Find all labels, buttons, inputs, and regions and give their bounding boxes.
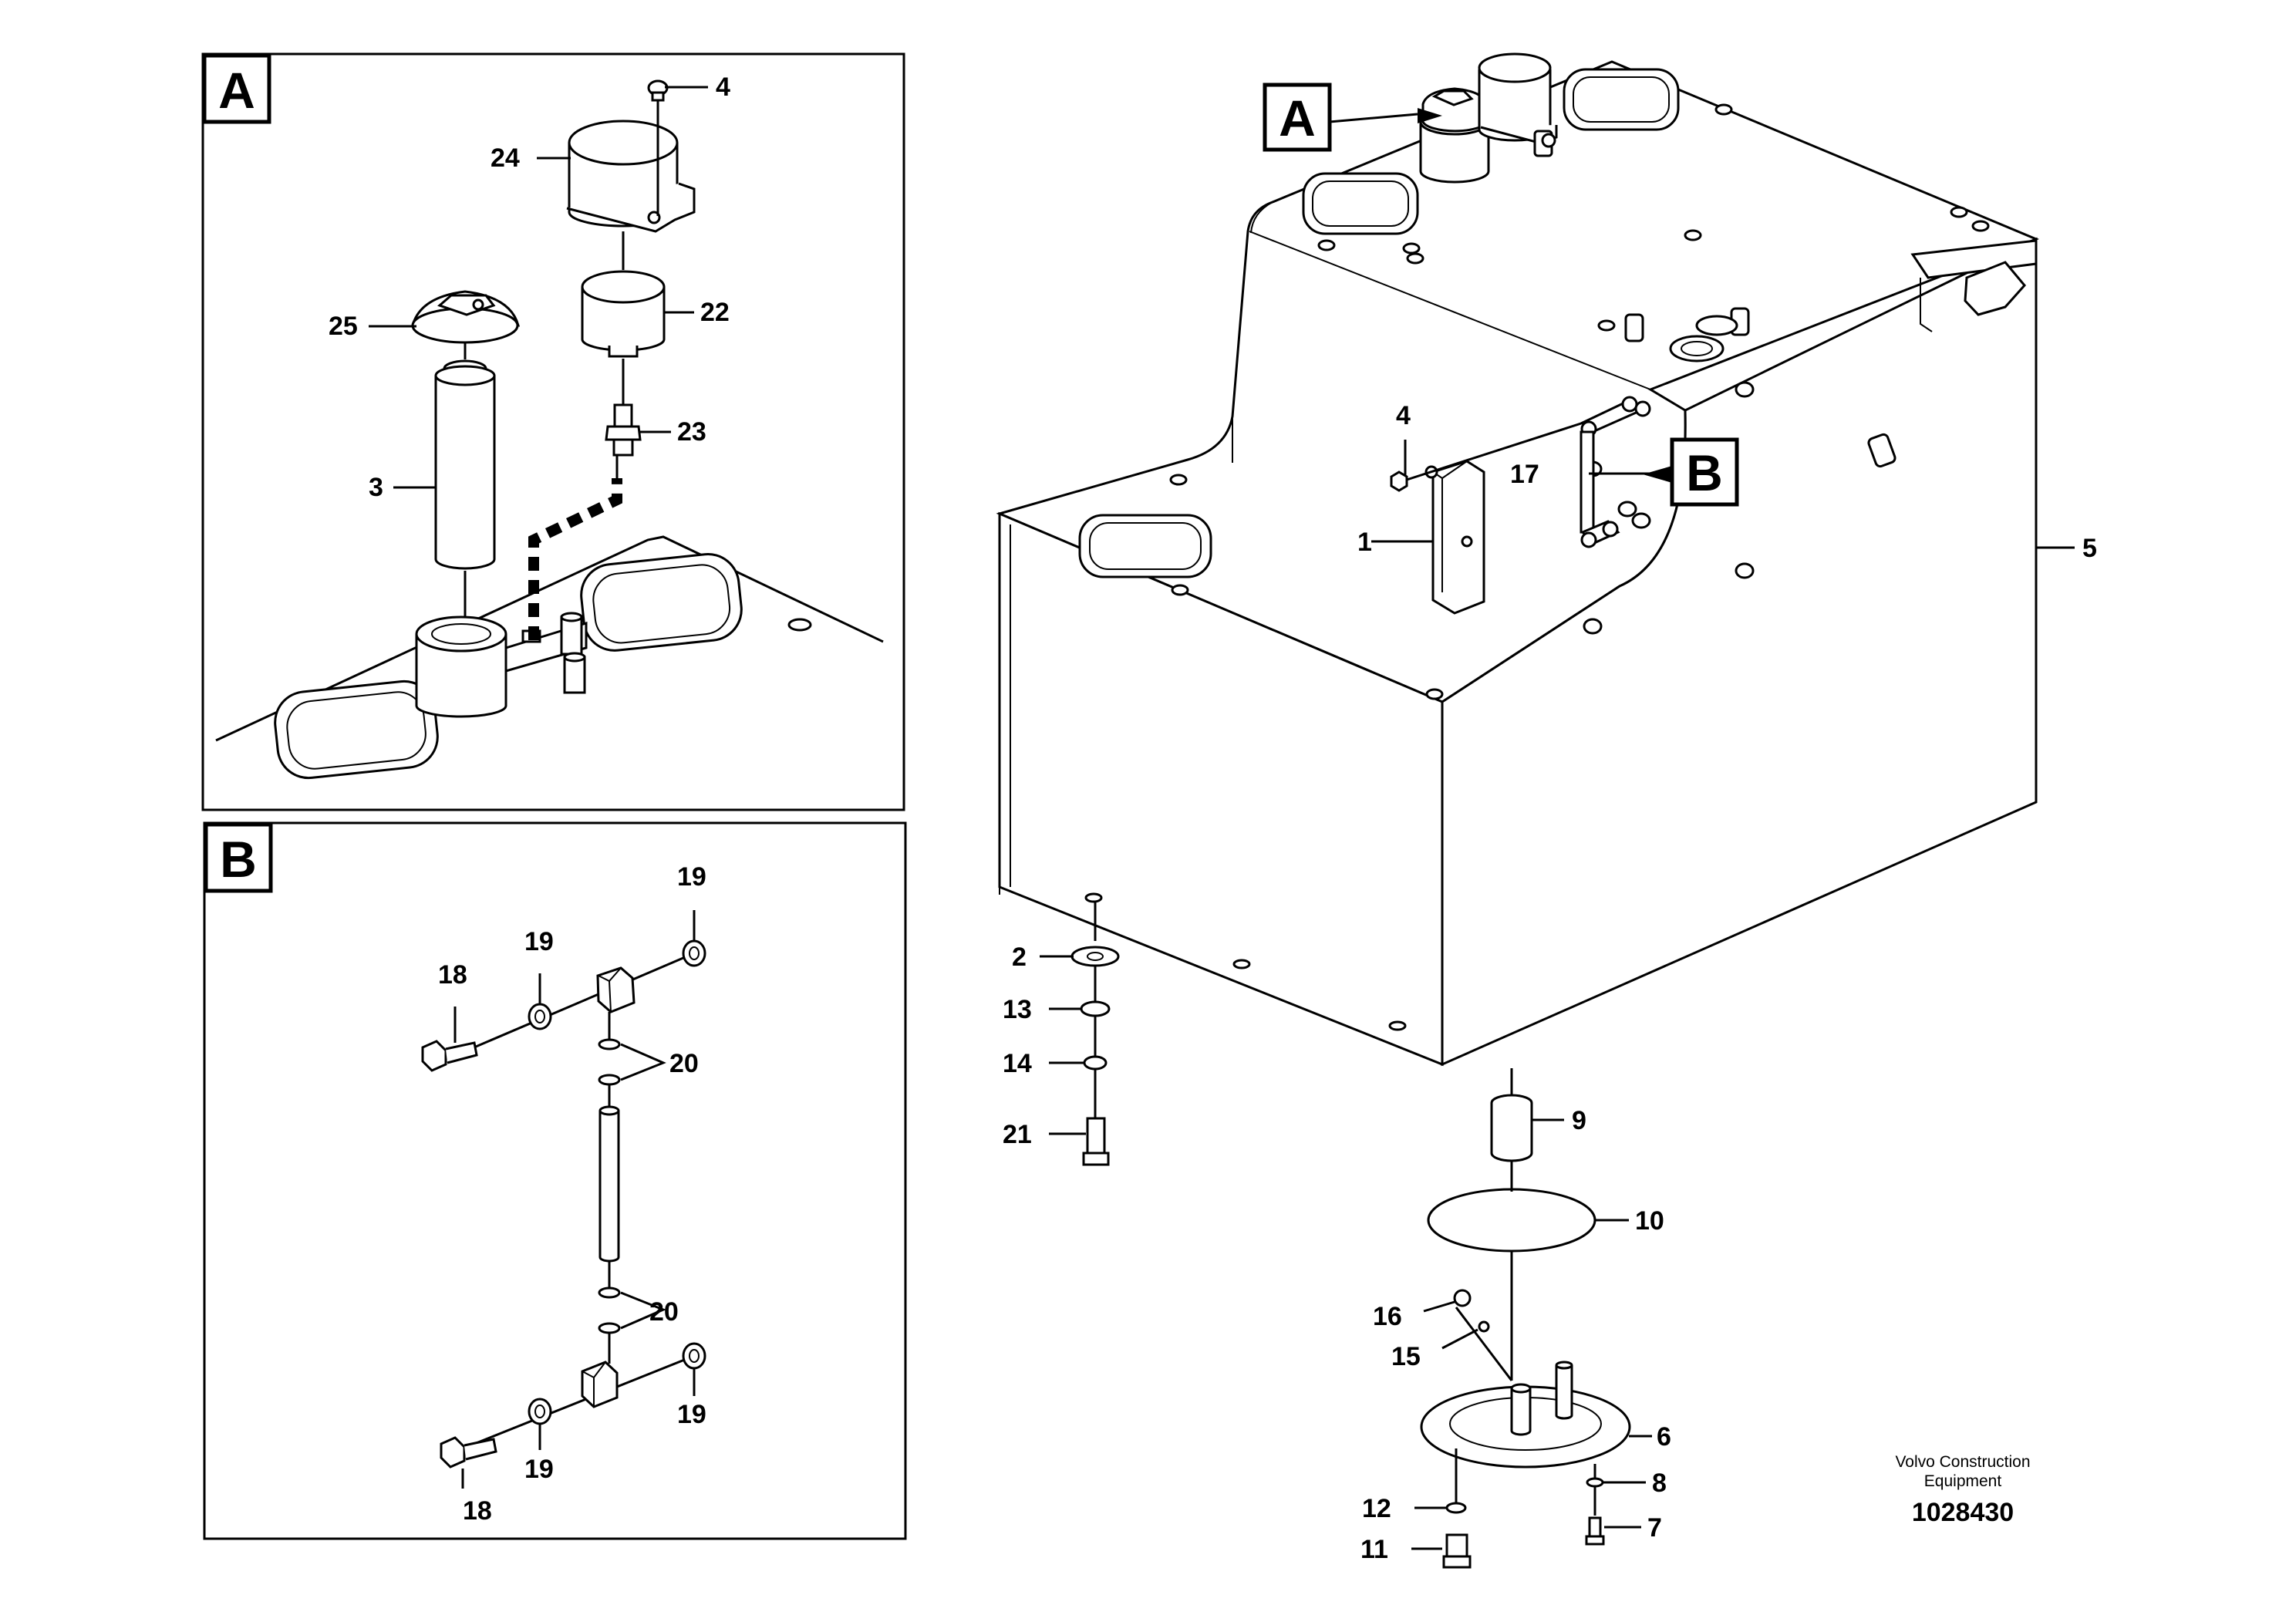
filler-cap-icon — [411, 290, 520, 344]
label-b-19-top: 19 — [677, 862, 706, 892]
cover-plate-icon — [1420, 1361, 1631, 1469]
label-a-24: 24 — [491, 143, 520, 173]
callout-a-letter: A — [1279, 89, 1316, 147]
label-b-20-top: 20 — [669, 1049, 699, 1078]
label-main-12: 12 — [1362, 1494, 1391, 1523]
seal-icon — [1080, 1000, 1111, 1017]
label-main-11: 11 — [1360, 1535, 1388, 1564]
label-main-6: 6 — [1657, 1422, 1671, 1452]
sight-glass-icon — [1580, 396, 1651, 548]
label-main-1: 1 — [1357, 528, 1372, 557]
breather-housing-icon — [1478, 52, 1558, 157]
side-fitting-icon — [1964, 261, 2026, 316]
panel-b-letter: B — [220, 831, 257, 888]
label-main-9: 9 — [1572, 1106, 1586, 1135]
detail-panel-a: A — [201, 52, 905, 811]
label-b-20-bottom: 20 — [649, 1297, 679, 1327]
filter-icon — [581, 270, 666, 358]
company-name-line1: Volvo Construction — [1895, 1453, 2030, 1471]
label-a-3: 3 — [369, 473, 383, 502]
banjo-fitting-icon — [581, 1361, 619, 1408]
drain-plug-icon — [1082, 1117, 1110, 1166]
detail-panel-b: B — [203, 821, 907, 1540]
label-b-19-bottom-right: 19 — [677, 1400, 706, 1429]
label-main-7: 7 — [1647, 1513, 1662, 1543]
label-main-16: 16 — [1373, 1302, 1402, 1331]
pad-icon — [274, 553, 743, 780]
breather-housing-icon — [566, 120, 696, 233]
drawing-number: 1028430 — [1912, 1498, 2014, 1527]
o-ring-icon — [1427, 1188, 1596, 1253]
callout-box-a — [1263, 83, 1332, 152]
label-main-13: 13 — [1003, 995, 1032, 1024]
strainer-icon — [1490, 1094, 1533, 1162]
label-b-18-top: 18 — [438, 960, 467, 990]
fitting-icon — [605, 403, 642, 457]
label-main-15: 15 — [1391, 1342, 1421, 1371]
label-b-19-left: 19 — [524, 927, 554, 956]
title-block: Volvo Construction Equipment 1028430 — [1895, 1453, 2030, 1527]
hydraulic-tank: A B — [996, 52, 2097, 1569]
filler-neck-icon — [415, 615, 507, 718]
panel-a-letter: A — [218, 62, 255, 119]
label-main-10: 10 — [1635, 1206, 1664, 1236]
label-main-5: 5 — [2082, 534, 2097, 563]
washer-icon — [1070, 946, 1120, 967]
filler-cap-icon — [1419, 87, 1490, 184]
tube-icon — [434, 359, 496, 570]
label-a-22: 22 — [700, 298, 730, 327]
label-main-21: 21 — [1003, 1120, 1032, 1149]
company-name-line2: Equipment — [1924, 1472, 2002, 1490]
level-gauge-icon — [1424, 460, 1485, 615]
label-main-2: 2 — [1012, 943, 1027, 972]
label-a-4: 4 — [716, 73, 730, 102]
label-b-19-bottom: 19 — [524, 1455, 554, 1484]
label-a-23: 23 — [677, 417, 706, 447]
label-a-25: 25 — [329, 312, 358, 341]
label-main-4: 4 — [1396, 401, 1411, 430]
label-main-8: 8 — [1652, 1469, 1667, 1498]
label-b-18-bottom: 18 — [463, 1496, 492, 1526]
callout-b-letter: B — [1686, 444, 1723, 501]
callout-box-b — [1670, 437, 1739, 507]
label-main-14: 14 — [1003, 1049, 1032, 1078]
label-main-17: 17 — [1510, 460, 1539, 489]
banjo-fitting-icon — [596, 966, 636, 1013]
bolt-head-icon — [1169, 103, 1990, 700]
bolt-icon — [421, 1040, 478, 1072]
drain-plug-icon — [1442, 1533, 1472, 1569]
bolt-icon — [440, 1436, 497, 1469]
pad-icon — [1078, 68, 1680, 578]
